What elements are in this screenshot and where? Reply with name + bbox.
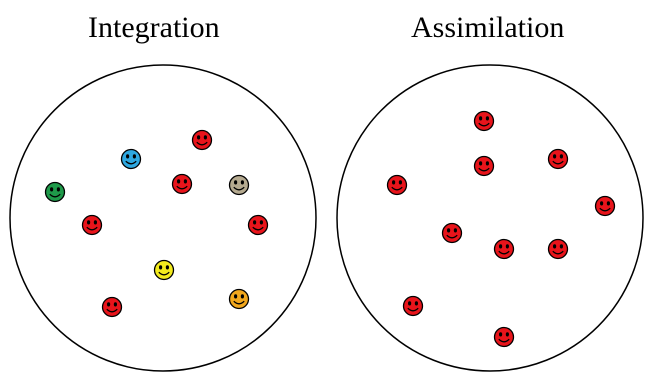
red-smiley-face-icon: [386, 174, 408, 196]
red-smiley-face-icon: [594, 195, 616, 217]
red-smiley-face-icon: [547, 238, 569, 260]
integration-faces: [44, 129, 269, 318]
integration-title: Integration: [88, 11, 220, 44]
red-smiley-face-icon: [101, 296, 123, 318]
red-smiley-face-icon: [171, 173, 193, 195]
red-smiley-face-icon: [402, 295, 424, 317]
assimilation-circle: [336, 64, 644, 372]
red-smiley-face-icon: [547, 148, 569, 170]
assimilation-faces: [386, 110, 616, 348]
red-smiley-face-icon: [493, 326, 515, 348]
red-smiley-face-icon: [247, 214, 269, 236]
blue-smiley-face-icon: [120, 148, 142, 170]
gray-smiley-face-icon: [228, 174, 250, 196]
red-smiley-face-icon: [473, 155, 495, 177]
red-smiley-face-icon: [81, 214, 103, 236]
assimilation-title: Assimilation: [411, 11, 565, 44]
yellow-smiley-face-icon: [153, 259, 175, 281]
integration-circle: [9, 64, 317, 372]
red-smiley-face-icon: [493, 238, 515, 260]
green-smiley-face-icon: [44, 181, 66, 203]
red-smiley-face-icon: [191, 129, 213, 151]
red-smiley-face-icon: [473, 110, 495, 132]
orange-smiley-face-icon: [228, 288, 250, 310]
red-smiley-face-icon: [441, 222, 463, 244]
